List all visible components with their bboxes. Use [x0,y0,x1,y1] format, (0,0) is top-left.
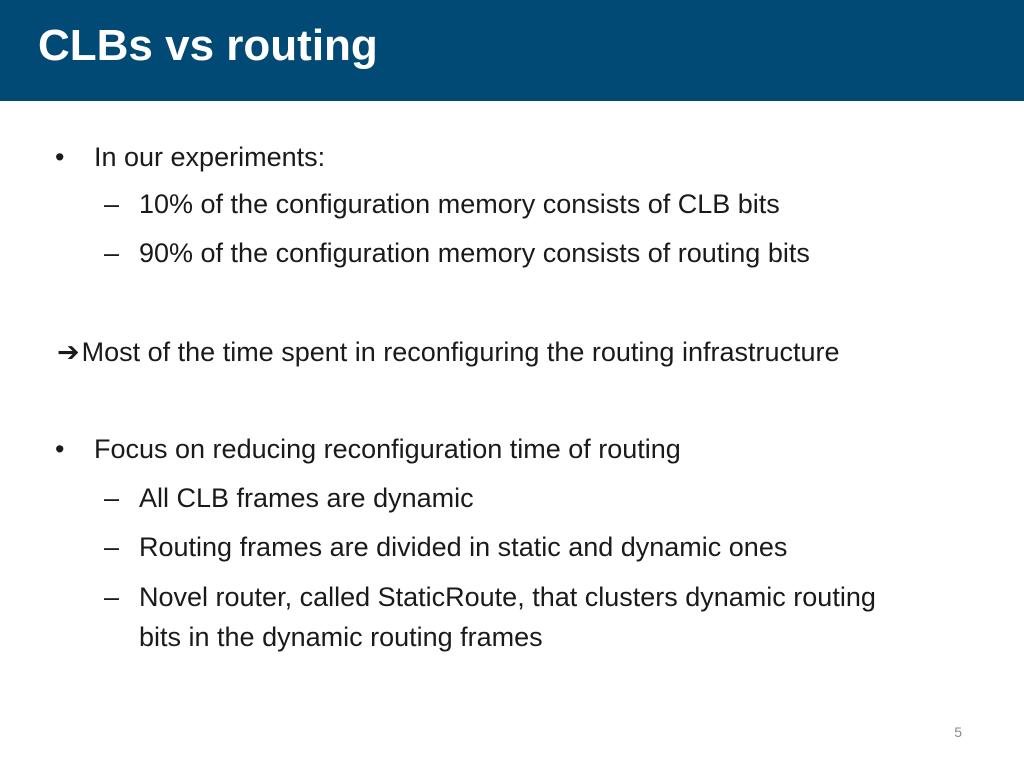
dash-icon: – [104,238,120,268]
page-number: 5 [954,724,962,740]
dash-icon: – [104,532,120,562]
sub-bullet-routing-frames: Routing frames are divided in static and… [139,532,788,562]
right-arrow-icon: ➔ [57,337,80,367]
conclusion-text: Most of the time spent in reconfiguring … [81,337,840,367]
dash-icon: – [104,483,120,513]
sub-bullet-clb-bits: 10% of the configuration memory consists… [139,189,780,219]
sub-bullet-staticroute-line-2: bits in the dynamic routing frames [139,622,543,652]
sub-bullet-staticroute-line-1: Novel router, called StaticRoute, that c… [139,582,876,612]
conclusion-line: ➔Most of the time spent in reconfiguring… [57,335,840,369]
dash-icon: – [104,189,120,219]
slide-title: CLBs vs routing [38,21,378,70]
dash-icon: – [104,582,120,612]
bullet-icon: • [55,142,65,172]
title-bar: CLBs vs routing [0,0,1024,101]
bullet-focus: Focus on reducing reconfiguration time o… [94,434,681,464]
sub-bullet-clb-frames: All CLB frames are dynamic [139,483,474,513]
sub-bullet-routing-bits: 90% of the configuration memory consists… [139,238,810,268]
bullet-experiments: In our experiments: [94,142,326,172]
bullet-icon: • [55,434,65,464]
